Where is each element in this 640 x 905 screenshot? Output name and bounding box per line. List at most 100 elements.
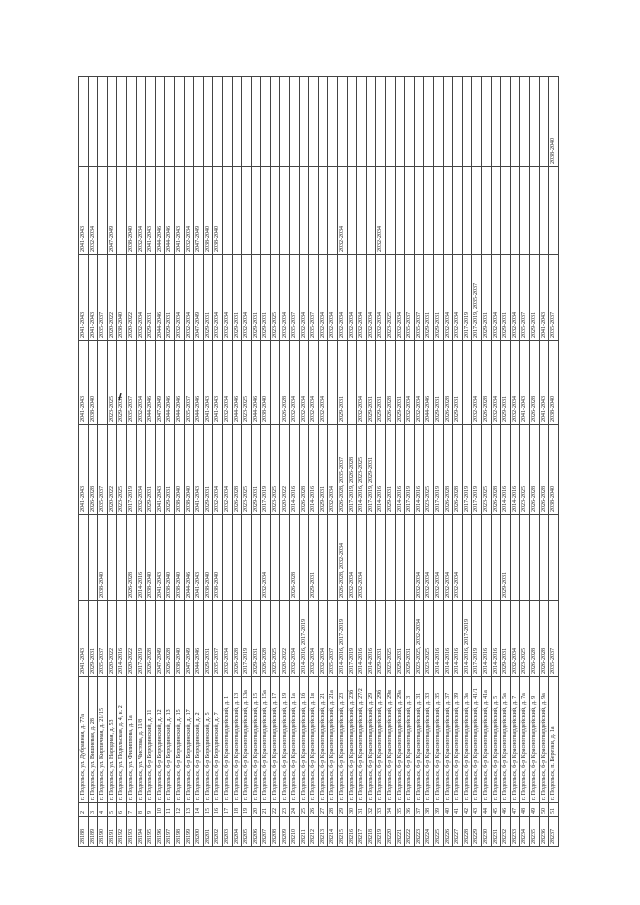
id-cell: 28228: [462, 816, 472, 847]
number-cell: 6: [116, 802, 127, 817]
year-cell: [375, 76, 386, 167]
year-cell: 2038-2040: [548, 424, 559, 515]
year-cell: 2017-2019, 2029-2031: [366, 424, 376, 515]
year-cell: 2047-2049: [184, 600, 194, 677]
year-cell: 2017-2019: [241, 600, 252, 677]
year-cell: [510, 76, 520, 167]
year-cell: 2020-2022: [279, 424, 290, 515]
year-cell: [174, 76, 185, 167]
year-cell: [260, 166, 271, 255]
year-cell: [232, 76, 242, 167]
number-cell: 40: [443, 802, 453, 817]
year-cell: 2032-2034: [260, 514, 271, 601]
year-cell: 2026-2028: [232, 424, 242, 515]
year-cell: [279, 76, 290, 167]
year-cell: 2017-2019: [462, 254, 472, 341]
year-cell: 2038-2040: [212, 166, 223, 255]
year-cell: 2017-2019: [126, 424, 137, 515]
year-cell: 2014-2016: [289, 424, 300, 515]
year-cell: 2014-2016: [510, 424, 520, 515]
year-cell: 2032-2034: [366, 254, 376, 341]
address-cell: г. Подольск, б-р Красногвардейский, д. 2…: [337, 676, 348, 803]
year-cell: 2032-2034: [347, 514, 357, 601]
year-cell: 2029-2031: [337, 340, 348, 425]
id-cell: 28213: [318, 816, 328, 847]
id-cell: 28229: [471, 816, 482, 847]
id-cell: 28196: [155, 816, 165, 847]
year-cell: 2023-2025: [385, 600, 396, 677]
year-cell: 2029-2031: [260, 254, 271, 341]
year-cell: 2026-2028: [385, 340, 396, 425]
address-cell: г. Подольск, ул. Филиппова, д. 1а: [126, 676, 137, 803]
year-cell: 2038-2040: [174, 424, 185, 515]
year-cell: 2029-2031: [375, 600, 386, 677]
year-cell: [337, 76, 348, 167]
year-cell: 2014-2016: [433, 600, 444, 677]
year-cell: 2029-2031: [385, 424, 396, 515]
year-cell: 2032-2034: [136, 340, 146, 425]
number-cell: 39: [433, 802, 444, 817]
id-cell: 28189: [88, 816, 98, 847]
year-cell: [471, 76, 482, 167]
year-cell: [347, 166, 357, 255]
year-cell: 2029-2031: [433, 340, 444, 425]
year-cell: 2038-2040: [203, 514, 213, 601]
year-cell: 2032-2034: [423, 514, 434, 601]
year-cell: [116, 76, 127, 167]
year-cell: 2026-2028: [126, 514, 137, 601]
address-cell: г. Подольск, б-р Бородинский, д. 7: [212, 676, 223, 803]
year-cell: 2032-2034: [241, 254, 252, 341]
year-cell: [519, 166, 530, 255]
id-cell: 28214: [327, 816, 338, 847]
year-cell: 2032-2034: [337, 254, 348, 341]
year-cell: [155, 76, 165, 167]
year-cell: 2029-2031: [366, 340, 376, 425]
year-cell: [289, 76, 300, 167]
year-cell: 2032-2034: [318, 600, 328, 677]
number-cell: 41: [452, 802, 463, 817]
address-cell: г. Подольск, б-р Красногвардейский, д. 3…: [462, 676, 472, 803]
year-cell: 2023-2025: [270, 424, 280, 515]
number-cell: 12: [174, 802, 185, 817]
number-cell: 45: [491, 802, 501, 817]
year-cell: 2017-2019: [433, 424, 444, 515]
number-cell: 50: [539, 802, 549, 817]
address-cell: г. Подольск, б-р Красногвардейский, д. 3…: [443, 676, 453, 803]
year-cell: [241, 166, 252, 255]
year-cell: 2029-2031: [203, 424, 213, 515]
year-cell: 2026-2028: [443, 340, 453, 425]
year-cell: 2029-2031: [164, 254, 175, 341]
number-cell: 35: [395, 802, 405, 817]
year-cell: [116, 514, 127, 601]
address-cell: г. Подольск, б-р Красногвардейский, д. 5…: [500, 676, 511, 803]
address-cell: г. Подольск, б-р Красногвардейский, д. 1…: [289, 676, 300, 803]
year-cell: 2029-2031: [116, 340, 127, 425]
number-cell: 18: [232, 802, 242, 817]
year-cell: 2029-2031: [251, 600, 261, 677]
year-cell: [203, 76, 213, 167]
year-cell: 2017-2019, 2026-2028: [347, 424, 357, 515]
id-cell: 28233: [510, 816, 520, 847]
year-cell: 2035-2037: [414, 254, 424, 341]
year-cell: [481, 76, 492, 167]
year-cell: [299, 76, 309, 167]
year-cell: 2038-2040: [212, 514, 223, 601]
year-cell: 2023-2025: [241, 424, 252, 515]
year-cell: 2026-2028: [452, 424, 463, 515]
year-cell: 2032-2034: [452, 254, 463, 341]
year-cell: 2020-2022: [279, 600, 290, 677]
year-cell: 2035-2037: [126, 340, 137, 425]
year-cell: 2014-2016: [375, 424, 386, 515]
year-cell: [88, 76, 98, 167]
